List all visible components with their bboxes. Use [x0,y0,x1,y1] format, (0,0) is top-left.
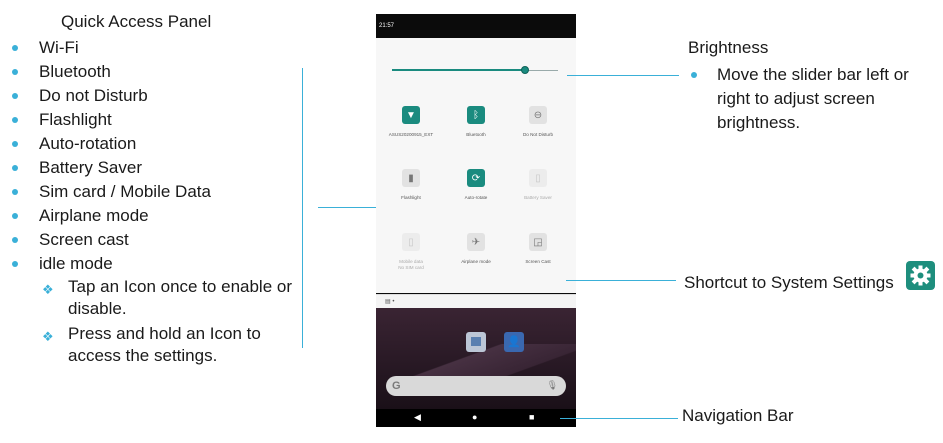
bracket-line [302,68,303,348]
feature-item: Sim card / Mobile Data [10,180,211,204]
tile-airplane-mode[interactable]: ✈ Airplane mode [445,233,507,265]
home-icon[interactable]: ● [472,412,478,422]
airplane-icon: ✈ [467,233,485,251]
connector-line [318,207,388,208]
google-logo-icon: G [392,380,401,392]
settings-gear-icon [906,261,935,290]
bullet-icon [12,45,18,51]
feature-item: Airplane mode [10,204,211,228]
bullet-icon [12,93,18,99]
status-bar: 21:57 [376,14,576,38]
brightness-slider-thumb[interactable] [521,66,529,74]
wifi-icon: ▼ [402,106,420,124]
bullet-icon [12,213,18,219]
status-time: 21:57 [379,23,395,29]
brightness-title: Brightness [688,38,769,57]
tile-flashlight[interactable]: ▮ Flashlight [380,169,442,201]
feature-item: Screen cast [10,228,211,252]
feature-list: Wi-Fi Bluetooth Do not Disturb Flashligh… [10,36,211,276]
brightness-desc: Move the slider bar left or right to adj… [690,63,940,135]
brightness-connector-line [567,75,679,76]
google-search-bar[interactable]: G 🎙 [386,376,566,396]
bullet-icon [12,69,18,75]
notification-icon: ▤ • [385,299,395,305]
bullet-icon [12,117,18,123]
panel-title: Quick Access Panel [61,12,212,31]
feature-item: Bluetooth [10,60,211,84]
tile-screen-cast[interactable]: ◲ Screen Cast [507,233,569,265]
bullet-icon [12,189,18,195]
diamond-bullet-icon: ❖ [42,329,54,344]
tips-list: ❖Tap an Icon once to enable or disable. … [40,276,300,370]
bullet-icon [12,165,18,171]
do-not-disturb-icon: ⊖ [529,106,547,124]
feature-item: Battery Saver [10,156,211,180]
feature-item: idle mode [10,252,211,276]
bluetooth-icon: ᛒ [467,106,485,124]
tile-auto-rotate[interactable]: ⟳ Auto-rotate [445,169,507,201]
bullet-icon [691,72,697,78]
brightness-slider-fill [392,69,525,71]
flashlight-icon: ▮ [402,169,420,187]
quick-settings-panel: ▼ ASUS20200915_EXT ᛒ Bluetooth ⊖ Do Not … [376,38,576,309]
battery-saver-icon: ▯ [529,169,547,187]
mobile-data-icon: ▯ [402,233,420,251]
navigation-bar: ◀ ● ■ [376,409,576,427]
tip-item: ❖Press and hold an Icon to access the se… [42,324,261,365]
tile-do-not-disturb[interactable]: ⊖ Do Not Disturb [507,106,569,138]
phone-screen: 21:57 ▼ ASUS20200915_EXT ᛒ Bluetooth ⊖ D… [376,14,576,427]
feature-item: Do not Disturb [10,84,211,108]
tip-item: ❖Tap an Icon once to enable or disable. [42,277,292,318]
brightness-list: Move the slider bar left or right to adj… [690,63,940,135]
bullet-icon [12,237,18,243]
shortcut-label: Shortcut to System Settings [684,273,894,292]
auto-rotate-icon: ⟳ [467,169,485,187]
tile-mobile-data[interactable]: ▯ Mobile data No SIM card [380,233,442,271]
navigation-connector-line [560,418,678,419]
bullet-icon [12,261,18,267]
screen-cast-icon: ◲ [529,233,547,251]
bullet-icon [12,141,18,147]
navigation-label: Navigation Bar [682,406,794,425]
app-icon-contacts[interactable]: 👤 [504,332,524,352]
recents-icon[interactable]: ■ [529,412,535,422]
tile-wifi[interactable]: ▼ ASUS20200915_EXT [380,106,442,138]
mic-icon[interactable]: 🎙 [546,380,558,390]
diamond-bullet-icon: ❖ [42,282,54,297]
notification-row[interactable]: ▤ • [376,294,576,309]
back-icon[interactable]: ◀ [414,412,421,422]
feature-item: Auto-rotation [10,132,211,156]
tile-battery-saver[interactable]: ▯ Battery Saver [507,169,569,201]
feature-item: Wi-Fi [10,36,211,60]
shortcut-connector-line [566,280,676,281]
feature-item: Flashlight [10,108,211,132]
app-icon-calendar[interactable] [466,332,486,352]
calendar-icon [471,337,481,346]
tile-bluetooth[interactable]: ᛒ Bluetooth [445,106,507,138]
